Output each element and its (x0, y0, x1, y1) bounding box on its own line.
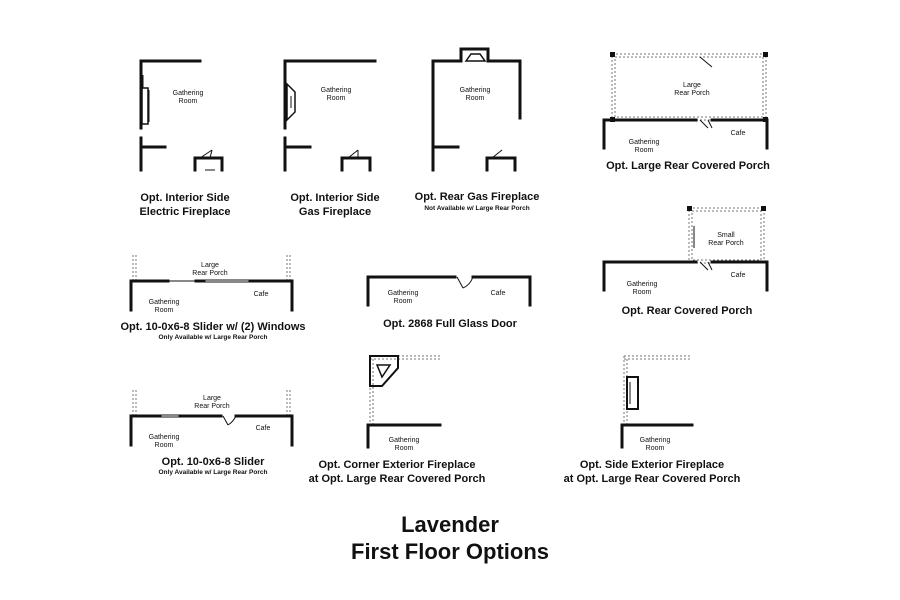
room-label-cafe-4: Cafe (730, 272, 746, 279)
caption-full-glass-door: Opt. 2868 Full Glass Door (383, 318, 517, 330)
caption-interior-side-electric-fireplace: Opt. Interior Side Electric Fireplace (139, 192, 231, 218)
caption-large-rear-covered-porch: Opt. Large Rear Covered Porch (606, 160, 770, 172)
room-label-cafe-3: Cafe (490, 290, 506, 297)
page-title-line2: First Floor Options (351, 539, 549, 564)
plan-corner-exterior-fireplace (366, 355, 442, 449)
room-label-gathering-10: Gathering Room (639, 437, 671, 452)
plan-slider (129, 390, 294, 447)
caption-rear-covered-porch: Opt. Rear Covered Porch (621, 305, 753, 317)
plan-interior-side-electric-fireplace (139, 59, 224, 172)
note-slider-two-windows: Only Available w/ Large Rear Porch (158, 334, 268, 341)
plan-interior-side-gas-fireplace (283, 59, 377, 172)
room-label-cafe-5: Cafe (255, 425, 271, 432)
caption-side-exterior-fireplace: Opt. Side Exterior Fireplace at Opt. Lar… (563, 459, 741, 485)
room-label-large-rear-porch-3: Large Rear Porch (194, 395, 230, 410)
caption-corner-exterior-fireplace: Opt. Corner Exterior Fireplace at Opt. L… (308, 459, 486, 485)
note-slider: Only Available w/ Large Rear Porch (158, 469, 268, 476)
caption-rear-gas-fireplace: Opt. Rear Gas Fireplace (414, 191, 540, 203)
room-label-gathering-9: Gathering Room (388, 437, 420, 452)
caption-slider: Opt. 10-0x6-8 Slider (161, 456, 265, 468)
plan-full-glass-door (366, 275, 532, 307)
room-label-small-rear-porch: Small Rear Porch (708, 232, 744, 247)
room-label-gathering-1: Gathering Room (172, 90, 204, 105)
room-label-gathering-3: Gathering Room (459, 87, 491, 102)
room-label-gathering-2: Gathering Room (320, 87, 352, 102)
room-label-cafe-1: Cafe (730, 130, 746, 137)
room-label-cafe-2: Cafe (253, 291, 269, 298)
room-label-gathering-5: Gathering Room (148, 299, 180, 314)
plan-large-rear-covered-porch (602, 52, 769, 150)
room-label-gathering-6: Gathering Room (387, 290, 419, 305)
caption-slider-two-windows: Opt. 10-0x6-8 Slider w/ (2) Windows (120, 321, 306, 333)
plan-slider-two-windows (129, 255, 294, 312)
plan-side-exterior-fireplace (620, 355, 694, 449)
note-rear-gas-fireplace: Not Available w/ Large Rear Porch (424, 205, 530, 212)
plan-rear-covered-porch (602, 206, 769, 292)
room-label-gathering-7: Gathering Room (626, 281, 658, 296)
plan-rear-gas-fireplace (431, 47, 522, 172)
page-title-line1: Lavender (401, 512, 499, 537)
room-label-gathering-4: Gathering Room (628, 139, 660, 154)
room-label-gathering-8: Gathering Room (148, 434, 180, 449)
room-label-large-rear-porch-2: Large Rear Porch (192, 262, 228, 277)
caption-interior-side-gas-fireplace: Opt. Interior Side Gas Fireplace (290, 192, 380, 218)
room-label-large-rear-porch-1: Large Rear Porch (674, 82, 710, 97)
